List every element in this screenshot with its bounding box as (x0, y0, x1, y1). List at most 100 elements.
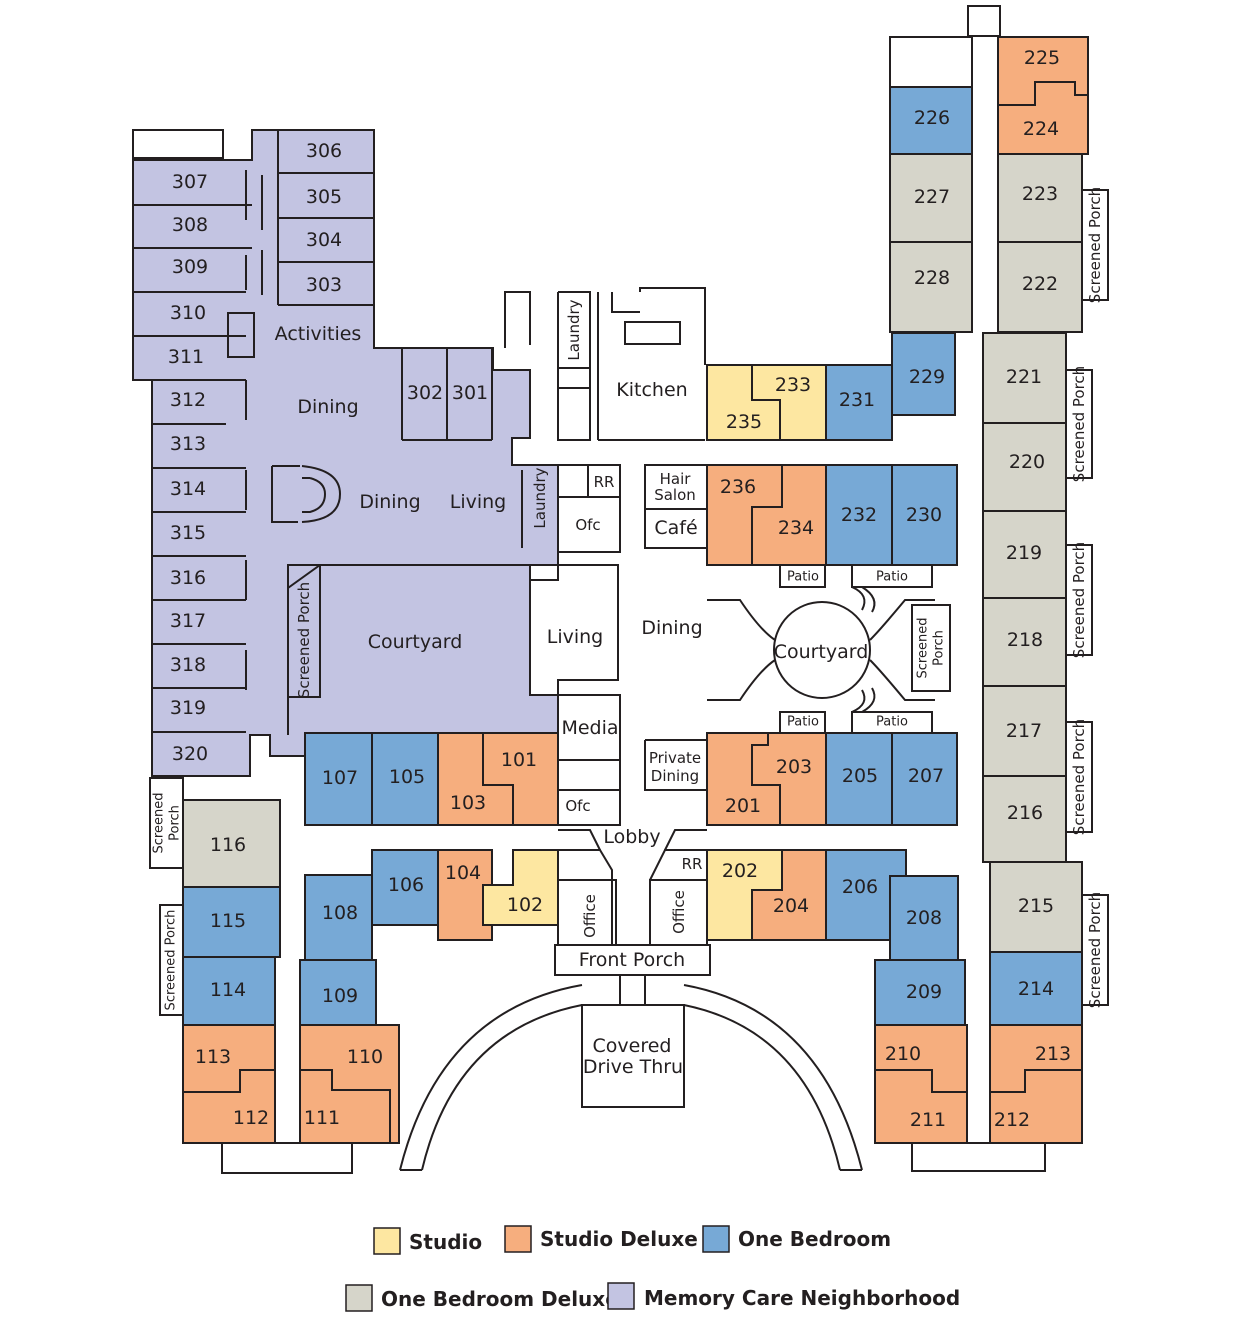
room-306: 306 (306, 140, 342, 162)
room-312: 312 (170, 389, 206, 411)
room-209-shape (874, 959, 966, 1026)
room-231-shape (825, 364, 893, 441)
room-230-shape (891, 464, 958, 566)
room-219-shape (982, 510, 1067, 599)
office-label-3: Office (581, 894, 599, 938)
room-232-shape (825, 464, 893, 566)
patio-label-2: Patio (876, 570, 908, 585)
patio-label-4: Patio (876, 715, 908, 730)
room-107-shape (304, 732, 373, 826)
room-233: 233 (775, 374, 811, 396)
room-113: 113 (195, 1046, 231, 1068)
room-108: 108 (322, 902, 358, 924)
room-114: 114 (210, 979, 246, 1001)
room-210: 210 (885, 1043, 921, 1065)
courtyard-label-core: Courtyard (774, 641, 869, 663)
room-224: 224 (1023, 118, 1059, 140)
room-205-shape (825, 732, 893, 826)
room-213-shape (989, 1024, 1083, 1144)
memory-care-wing (132, 129, 559, 777)
room-215: 215 (1018, 895, 1054, 917)
room-201-shape (706, 732, 827, 826)
office-label-4: Office (670, 890, 688, 934)
room-220: 220 (1009, 451, 1045, 473)
room-204: 204 (773, 895, 809, 917)
room-235: 235 (726, 411, 762, 433)
room-115: 115 (210, 910, 246, 932)
dining-label-mc1: Dining (297, 396, 358, 418)
screened-porch-216: Screened Porch (1070, 719, 1088, 835)
screened-porch-222: Screened Porch (1086, 187, 1104, 303)
room-101: 101 (501, 749, 537, 771)
porch-label-116: Porch (168, 805, 183, 841)
legend-one-bedroom-deluxe: One Bedroom Deluxe (381, 1287, 619, 1311)
room-309: 309 (172, 256, 208, 278)
room-223: 223 (1022, 183, 1058, 205)
memory-care-labels: 306 305 304 303 307 308 309 310 311 312 … (168, 140, 549, 765)
room-320: 320 (172, 743, 208, 765)
screened-label-116: Screened (152, 793, 167, 854)
room-111: 111 (304, 1107, 340, 1129)
wing-100: 107 105 101 103 106 104 102 108 109 110 … (149, 732, 559, 1174)
room-212: 212 (994, 1109, 1030, 1131)
room-206: 206 (842, 876, 878, 898)
room-305: 305 (306, 186, 342, 208)
room-228-shape (889, 241, 973, 333)
screened-porch-218: Screened Porch (1070, 542, 1088, 658)
living-label-mc: Living (450, 491, 507, 513)
screened-porch-mc: Screened Porch (295, 582, 313, 698)
room-207-shape (891, 732, 958, 826)
room-316: 316 (170, 567, 206, 589)
room-210-shape (874, 1024, 968, 1144)
room-221: 221 (1006, 366, 1042, 388)
room-311: 311 (168, 346, 204, 368)
legend-swatch-studio (373, 1227, 401, 1255)
activities-label: Activities (275, 323, 362, 345)
screened-porch-114: Screened Porch (164, 910, 179, 1011)
office-label-1: Ofc (575, 516, 600, 534)
wing-200-upper: 235 233 231 229 236 234 232 230 203 201 … (706, 332, 958, 941)
room-236: 236 (720, 476, 756, 498)
wing-200-east: 226 227 228 225 224 223 222 221 220 219 … (874, 5, 1109, 1172)
room-236-shape (706, 464, 827, 566)
room-307: 307 (172, 171, 208, 193)
drive-thru-label: Drive Thru (583, 1056, 683, 1078)
lobby-label: Lobby (603, 826, 660, 848)
legend-one-bedroom: One Bedroom (738, 1227, 891, 1251)
legend-studio: Studio (409, 1230, 482, 1254)
screened-porch-220: Screened Porch (1070, 366, 1088, 482)
room-218-shape (982, 597, 1067, 687)
kitchen-label: Kitchen (616, 379, 687, 401)
room-211: 211 (910, 1109, 946, 1131)
living-label-core: Living (547, 626, 604, 648)
room-301: 301 (452, 382, 488, 404)
room-310: 310 (170, 302, 206, 324)
room-220-shape (982, 422, 1067, 512)
room-102-shape (482, 849, 559, 926)
patio-label-3: Patio (787, 715, 819, 730)
room-308: 308 (172, 214, 208, 236)
room-315: 315 (170, 522, 206, 544)
central-core: Laundry Kitchen RR Ofc Hair Salon Café L… (399, 287, 951, 1171)
room-222: 222 (1022, 273, 1058, 295)
restroom-label-1: RR (594, 473, 615, 491)
room-223-shape (997, 153, 1083, 243)
room-230: 230 (906, 504, 942, 526)
room-203: 203 (776, 756, 812, 778)
room-319: 319 (170, 697, 206, 719)
room-209: 209 (906, 981, 942, 1003)
room-112: 112 (233, 1107, 269, 1129)
laundry-label-core: Laundry (565, 299, 583, 360)
front-porch-label: Front Porch (579, 949, 685, 971)
legend-swatch-one-bedroom-deluxe (345, 1284, 373, 1312)
legend-studio-deluxe: Studio Deluxe (540, 1227, 698, 1251)
room-110: 110 (347, 1046, 383, 1068)
private-label: Private (649, 749, 701, 767)
room-222-shape (997, 241, 1083, 333)
room-109: 109 (322, 985, 358, 1007)
room-318: 318 (170, 654, 206, 676)
room-227: 227 (914, 186, 950, 208)
room-216: 216 (1007, 802, 1043, 824)
